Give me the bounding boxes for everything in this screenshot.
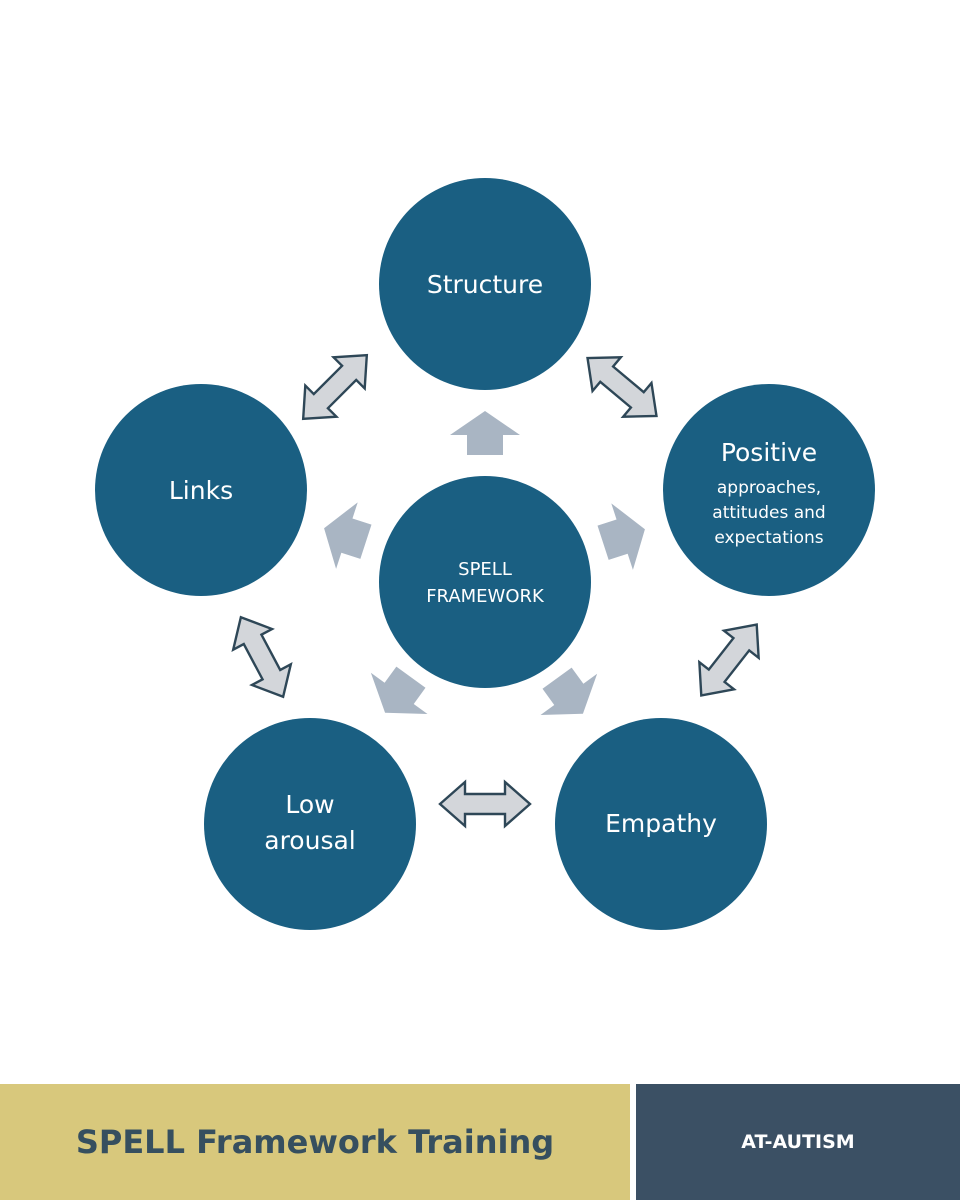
footer-brand-bar: AT-AUTISM	[636, 1084, 960, 1200]
label-center-line-2: FRAMEWORK	[426, 586, 545, 607]
center-arrow-low-arousal	[370, 666, 428, 714]
center-arrow-positive	[597, 503, 645, 570]
footer-title-bar: SPELL Framework Training	[0, 1084, 630, 1200]
link-arrow-links-structure	[301, 353, 369, 421]
link-arrow-structure-positive	[586, 356, 658, 418]
label-links: Links	[169, 476, 233, 505]
label-positive-line-1: approaches,	[717, 478, 821, 498]
node-structure	[379, 178, 591, 390]
link-arrow-low-arousal-empathy	[438, 779, 532, 829]
node-positive	[663, 384, 875, 596]
label-empathy: Empathy	[605, 809, 717, 838]
link-arrow-positive-empathy	[697, 623, 761, 697]
center-arrow-links	[324, 502, 372, 569]
node-links	[95, 384, 307, 596]
label-low-arousal-line-1: Low	[285, 790, 334, 819]
label-positive-line-3: expectations	[714, 528, 823, 548]
center-arrow-structure	[450, 411, 520, 455]
label-center-line-1: SPELL	[458, 559, 512, 580]
label-low-arousal-line-2: arousal	[264, 826, 355, 855]
spell-diagram: Structure Positive approaches, attitudes…	[95, 178, 875, 930]
link-arrow-links-low-arousal	[231, 615, 293, 699]
footer-brand: AT-AUTISM	[741, 1131, 855, 1153]
node-center	[379, 476, 591, 688]
label-structure: Structure	[427, 270, 543, 299]
label-positive-title: Positive	[721, 438, 817, 467]
node-low-arousal	[204, 718, 416, 930]
footer-title: SPELL Framework Training	[75, 1123, 555, 1161]
node-empathy	[555, 718, 767, 930]
label-positive-line-2: attitudes and	[712, 503, 825, 523]
center-arrow-empathy	[540, 667, 598, 715]
